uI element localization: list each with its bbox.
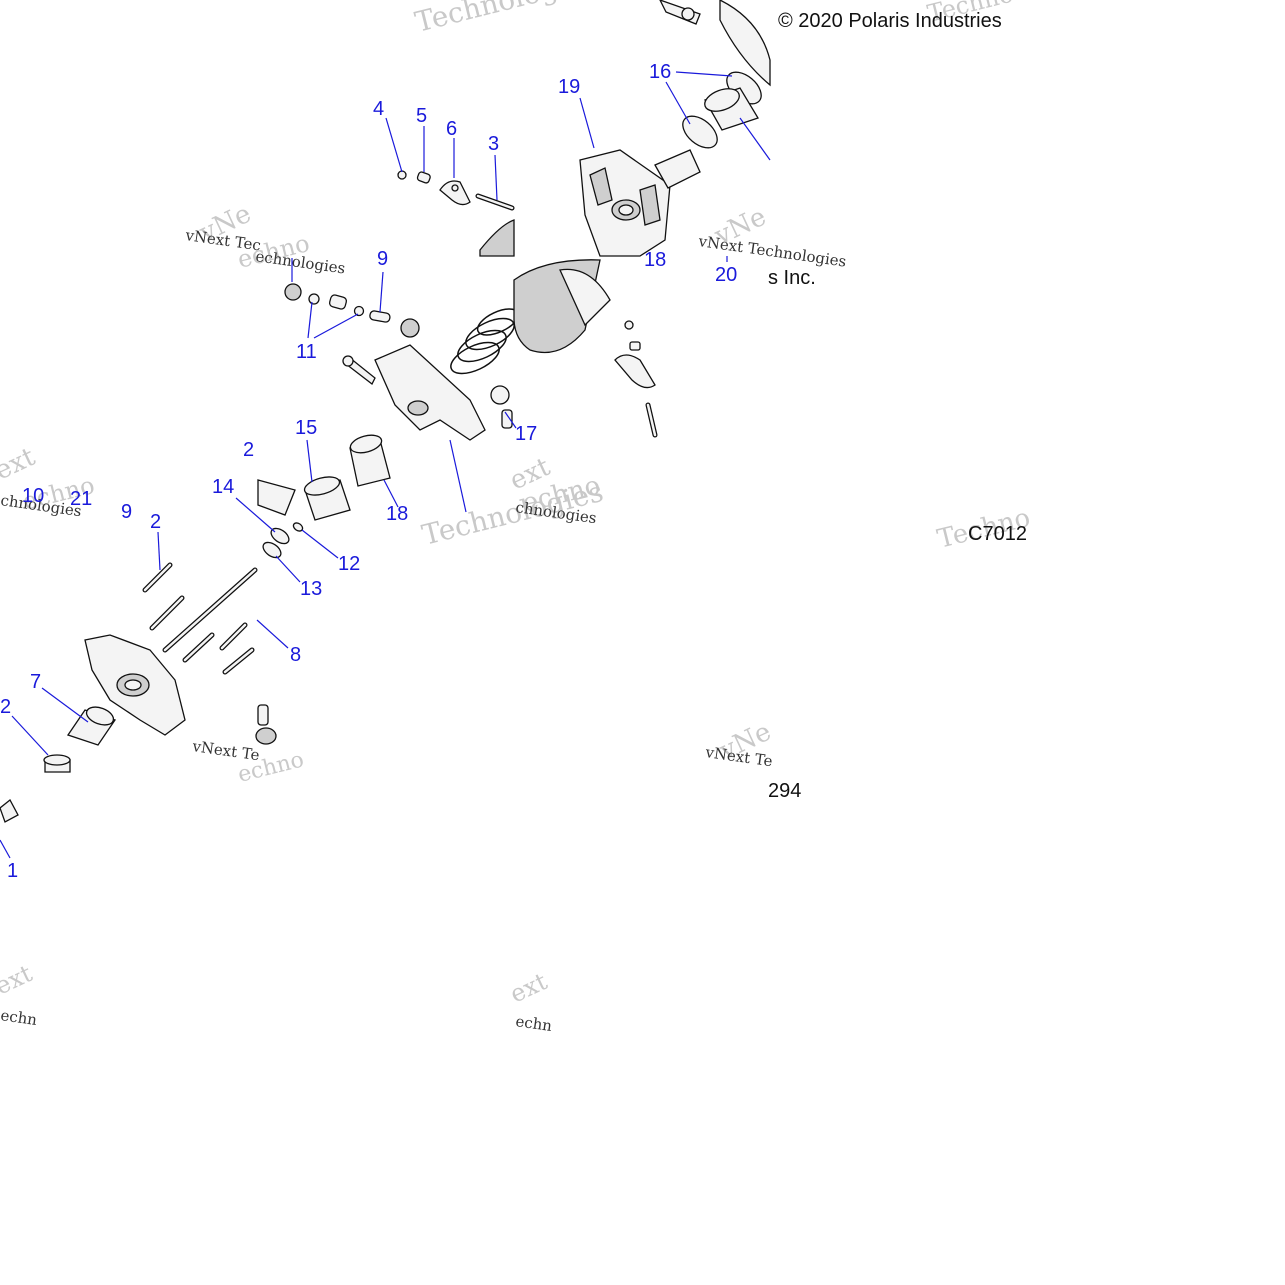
weight-part [439, 180, 471, 206]
callout-number: 8 [290, 644, 301, 666]
callout-number: 9 [377, 248, 388, 270]
roller-pin-head [342, 355, 354, 367]
washer-part [292, 522, 304, 532]
callout-number: 16 [649, 61, 671, 83]
upper-right-parts [579, 0, 771, 257]
watermark-brand-fragment: ext [0, 959, 37, 1000]
middle-right-parts [513, 259, 658, 438]
pin-part [257, 704, 269, 726]
bracket-part [374, 344, 486, 441]
part-1-fragment [0, 799, 19, 823]
bolt-group-highlight [143, 563, 257, 674]
washer-part [353, 305, 365, 317]
callout-number: 4 [373, 98, 384, 120]
callout-number: 15 [295, 417, 317, 439]
callout-number: 18 [644, 249, 666, 271]
callout-number: 6 [446, 118, 457, 140]
bolt-head [681, 7, 695, 21]
callout-number: 2 [243, 439, 254, 461]
sheave-disc-fragment [719, 0, 771, 87]
ring-part [682, 115, 718, 149]
ball-part [397, 170, 407, 180]
washer-part [270, 527, 290, 545]
callout-number: 12 [338, 553, 360, 575]
long-pin-highlight [646, 403, 657, 437]
sheave-edge [479, 219, 515, 257]
callout-number: 3 [488, 133, 499, 155]
ball-part [624, 320, 634, 330]
washer-part [262, 541, 282, 559]
callout-number: 10 [22, 485, 44, 507]
spider-shaft [654, 149, 701, 189]
watermark-brand: Technologies [412, 0, 600, 39]
callout-number: 11 [296, 341, 317, 363]
callout-number: 7 [30, 671, 41, 693]
roller-part [400, 318, 420, 338]
lower-parts [0, 476, 351, 823]
callout-number: 2 [150, 511, 161, 533]
spider-fin [589, 167, 613, 206]
callout-number: 9 [121, 501, 132, 523]
page-code-fragment: 294 [768, 780, 801, 802]
long-pin-highlight [476, 194, 514, 210]
bushing-end [704, 88, 740, 112]
spider-fin [639, 184, 661, 226]
bracket-hole [407, 400, 429, 416]
sleeve-end [85, 706, 115, 726]
callout-number: 18 [386, 503, 408, 525]
watermark-small: vNext Tec [183, 226, 262, 255]
copyright-text: © 2020 Polaris Industries [778, 10, 1002, 32]
watermark-small: echn [514, 1012, 553, 1035]
callout-number: 2 [0, 696, 11, 718]
callout-number: 1 [7, 860, 18, 882]
bushing-small [501, 409, 513, 429]
spring-part [450, 308, 520, 375]
washer-part [308, 293, 320, 305]
bushing-small [328, 294, 348, 310]
sleeve-end [303, 476, 341, 496]
pin-part [416, 171, 431, 184]
company-fragment: s Inc. [768, 267, 816, 289]
callout-number: 19 [558, 76, 580, 98]
callout-number: 14 [212, 476, 234, 498]
figure-code: C7012 [968, 523, 1027, 545]
roller-part [490, 385, 510, 405]
pin-part [629, 341, 641, 351]
weight-hole [451, 184, 459, 192]
spider-bore [618, 204, 634, 216]
cap-end [43, 754, 71, 766]
pin-part [369, 310, 391, 323]
weight-part [614, 354, 656, 389]
watermark-small: vNext Te [190, 737, 260, 764]
callout-number: 20 [715, 264, 737, 286]
callout-number: 5 [416, 105, 427, 127]
sheave-face [559, 268, 611, 327]
callout-number: 13 [300, 578, 322, 600]
leader-lines [0, 71, 771, 859]
watermark-small: echn [0, 1006, 39, 1029]
sleeve-end [349, 434, 383, 454]
housing-fragment [257, 479, 296, 516]
upper-center-parts [397, 170, 515, 257]
watermark-brand-fragment: ext [506, 967, 552, 1008]
callout-number: 17 [515, 423, 537, 445]
watermark-brand-fragment: ext [0, 442, 40, 487]
callout-number: 21 [70, 488, 92, 510]
middle-center-parts [284, 283, 520, 487]
callout-layer: 4 5 6 3 19 16 9 11 18 20 17 15 2 14 10 2… [0, 61, 737, 882]
cap-part [255, 727, 277, 745]
cap-part [284, 283, 302, 301]
housing-bore-inner [124, 679, 142, 691]
